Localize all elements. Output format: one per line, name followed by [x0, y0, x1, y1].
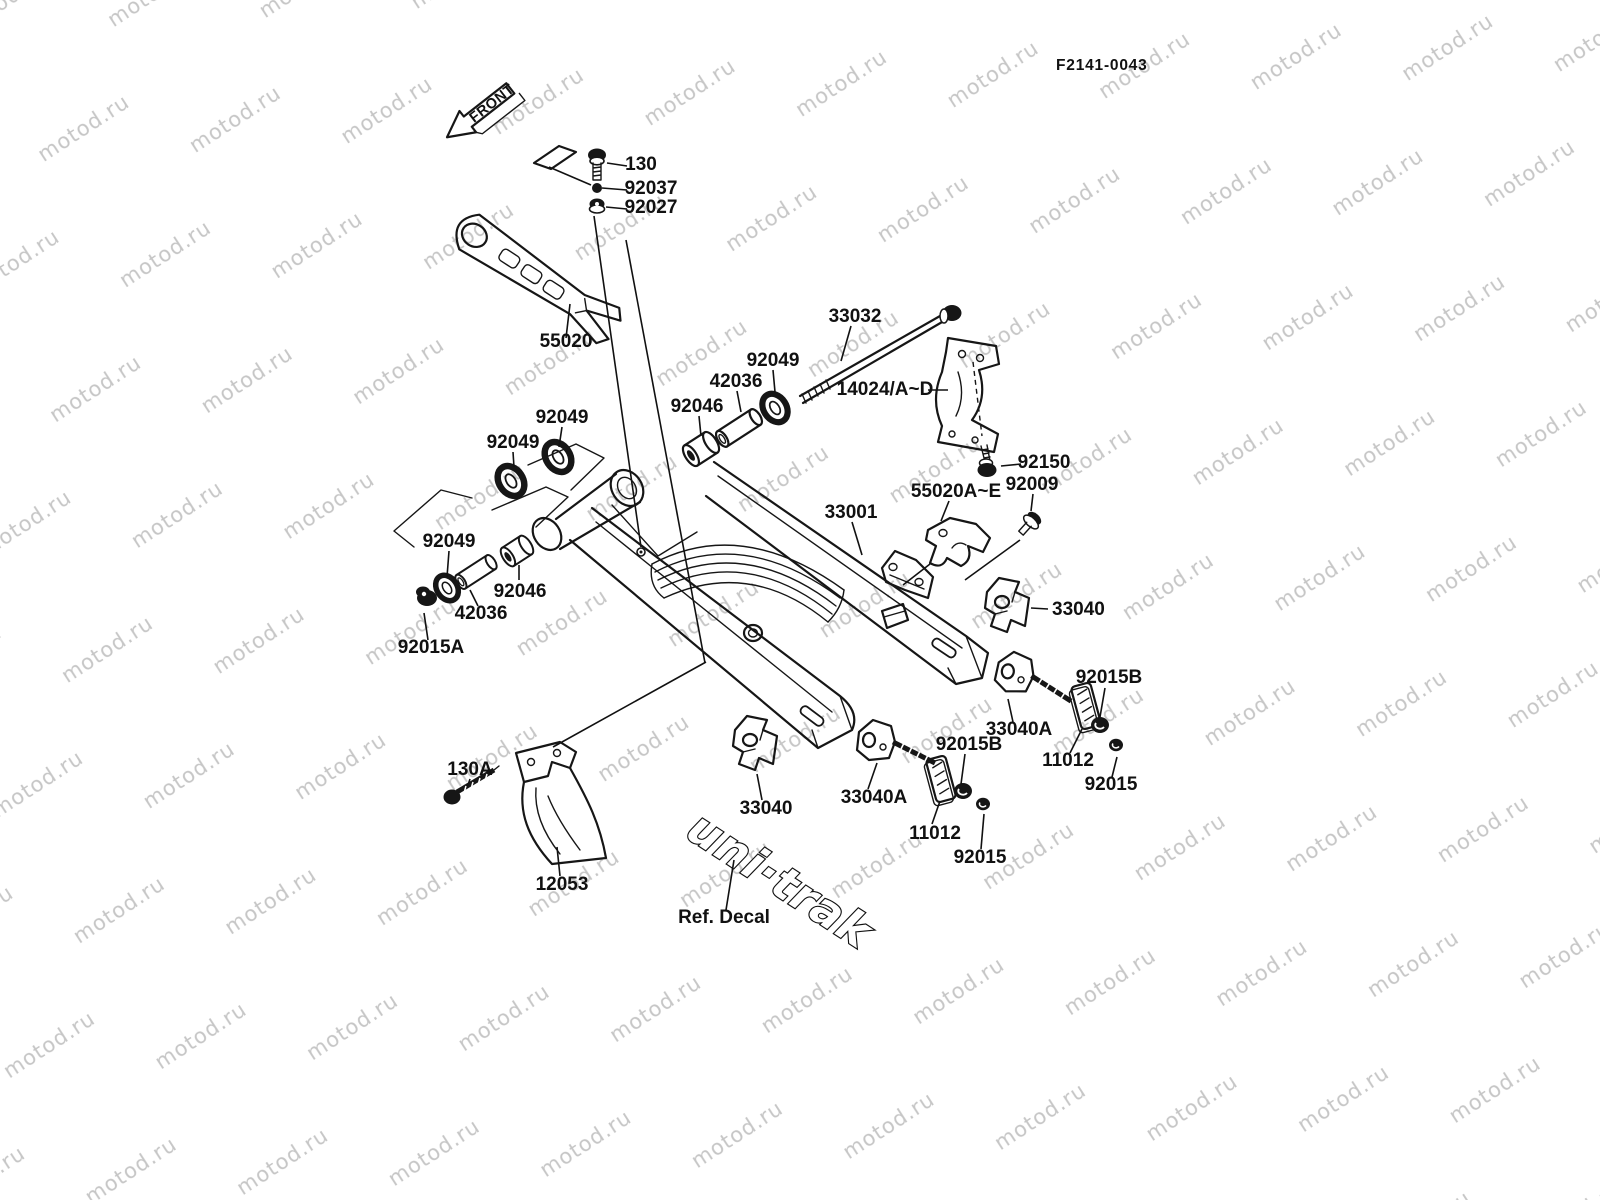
part-label-92037: 92037 [625, 178, 678, 199]
nut-92015A-drawing [416, 586, 437, 606]
nut-92015-right-drawing [1108, 738, 1124, 752]
assembly-axis-lines [552, 215, 707, 748]
bolt-92009-drawing [1018, 511, 1042, 536]
part-label-92015B-l: 92015B [936, 734, 1003, 755]
ref-decal-label: Ref. Decal [678, 907, 770, 928]
washer-92037-drawing [592, 183, 602, 193]
diagram-code: F2141-0043 [1056, 57, 1148, 74]
part-label-92049-u: 92049 [747, 350, 800, 371]
leader-lines [423, 162, 1118, 911]
part-label-33032: 33032 [829, 306, 882, 327]
part-label-92015A: 92015A [398, 637, 465, 658]
lock-plate-drawing [532, 144, 592, 186]
part-label-130A: 130A [447, 759, 493, 780]
part-label-92049-l3: 92049 [423, 531, 476, 552]
part-label-11012-r: 11012 [1042, 750, 1094, 771]
part-label-55020AE: 55020A~E [911, 481, 1001, 502]
part-label-33001: 33001 [825, 502, 878, 523]
part-label-92015-r: 92015 [1085, 774, 1138, 795]
part-label-92049-l2: 92049 [487, 432, 540, 453]
part-label-33040-r: 33040 [1052, 599, 1105, 620]
chain-guide-55020-drawing [455, 213, 622, 345]
bolt-130A-drawing [443, 765, 500, 805]
part-label-42036-u: 42036 [710, 371, 763, 392]
chain-guard-12053-drawing [514, 740, 608, 866]
part-label-33040A-r: 33040A [986, 719, 1053, 740]
part-labels: 130 92037 92027 55020 33032 92049 42036 … [398, 154, 1143, 895]
nut-92015B-left-drawing [953, 782, 973, 800]
part-label-33040A-l: 33040A [841, 787, 908, 808]
pivot-shaft-33032-drawing [798, 305, 962, 405]
part-label-92015-l: 92015 [954, 847, 1007, 868]
part-label-130: 130 [625, 154, 657, 175]
nut-92027-drawing [588, 198, 606, 214]
bolt-92150-drawing [977, 444, 997, 477]
part-label-14024: 14024/A~D [837, 379, 934, 400]
part-label-92009: 92009 [1006, 474, 1059, 495]
part-label-92046-l: 92046 [494, 581, 547, 602]
part-label-55020: 55020 [540, 331, 593, 352]
nut-92015-left-drawing [975, 797, 991, 811]
part-label-92046-u: 92046 [671, 396, 724, 417]
part-label-33040-l: 33040 [740, 798, 793, 819]
part-label-92015B-r: 92015B [1076, 667, 1143, 688]
section-plate-outlines [393, 443, 605, 548]
bolt-92009-axis-line [964, 539, 1021, 581]
chain-case-14024-drawing [934, 336, 1001, 454]
nut-92015B-right-drawing [1090, 716, 1110, 734]
part-label-11012-l: 11012 [909, 823, 961, 844]
bolt-130-drawing [588, 148, 606, 181]
part-label-42036-l: 42036 [455, 603, 508, 624]
guard-bracket-55020AE-drawing [902, 516, 992, 586]
part-label-92027: 92027 [625, 197, 678, 218]
part-label-92049-l1: 92049 [536, 407, 589, 428]
part-label-92150: 92150 [1018, 452, 1071, 473]
swingarm-33001-drawing [531, 460, 990, 750]
part-label-12053: 12053 [536, 874, 589, 895]
